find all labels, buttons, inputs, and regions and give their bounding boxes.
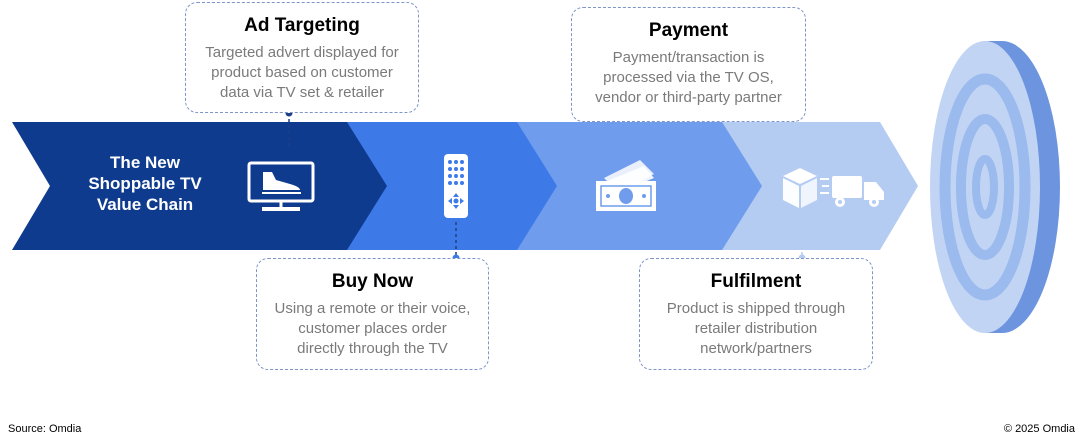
card-title: Ad Targeting — [244, 15, 360, 36]
source-note: Source: Omdia — [8, 423, 82, 435]
description-line: Targeted advert displayed for — [205, 44, 399, 61]
description-line: directly through the TV — [297, 340, 448, 357]
description-line: Payment/transaction is — [612, 49, 765, 66]
tv-sneaker-icon — [247, 161, 315, 211]
fulfilment-card: Fulfilment Product is shipped through re… — [639, 258, 873, 370]
card-description: Product is shipped through retailer dist… — [640, 299, 872, 359]
description-line: network/partners — [700, 340, 812, 357]
description-line: vendor or third-party partner — [595, 89, 782, 106]
description-line: Product is shipped through — [666, 300, 846, 317]
cash-payment-icon — [596, 160, 656, 211]
description-line: Using a remote or their voice, — [274, 300, 471, 317]
buy-now-card: Buy Now Using a remote or their voice, c… — [256, 258, 489, 370]
ad-targeting-card: Ad Targeting Targeted advert displayed f… — [185, 2, 419, 113]
value-chain-title-line: Value Chain — [96, 195, 194, 214]
target-icon — [930, 41, 1060, 333]
card-description: Using a remote or their voice, customer … — [257, 299, 488, 359]
card-title: Fulfilment — [710, 271, 802, 292]
value-chain-title-line: The New — [110, 153, 180, 172]
value-chain-title: The New Shoppable TV Value Chain — [60, 152, 230, 215]
description-line: product based on customer — [211, 64, 393, 81]
card-title: Buy Now — [331, 271, 414, 292]
description-line: processed via the TV OS, — [603, 69, 774, 86]
description-line: customer places order — [298, 320, 447, 337]
copyright-note: © 2025 Omdia — [1003, 423, 1075, 435]
fulfilment-arrow-segment — [720, 122, 918, 250]
card-description: Targeted advert displayed for product ba… — [186, 43, 418, 103]
value-chain-title-line: Shoppable TV — [88, 174, 202, 193]
card-title: Payment — [648, 20, 729, 41]
description-line: retailer distribution — [694, 320, 818, 337]
delivery-truck-icon — [783, 168, 884, 208]
card-description: Payment/transaction is processed via the… — [572, 48, 805, 108]
payment-card: Payment Payment/transaction is processed… — [571, 7, 806, 122]
ad-targeting-arrow-segment — [12, 122, 387, 250]
remote-control-icon — [444, 154, 468, 218]
description-line: data via TV set & retailer — [220, 84, 384, 101]
